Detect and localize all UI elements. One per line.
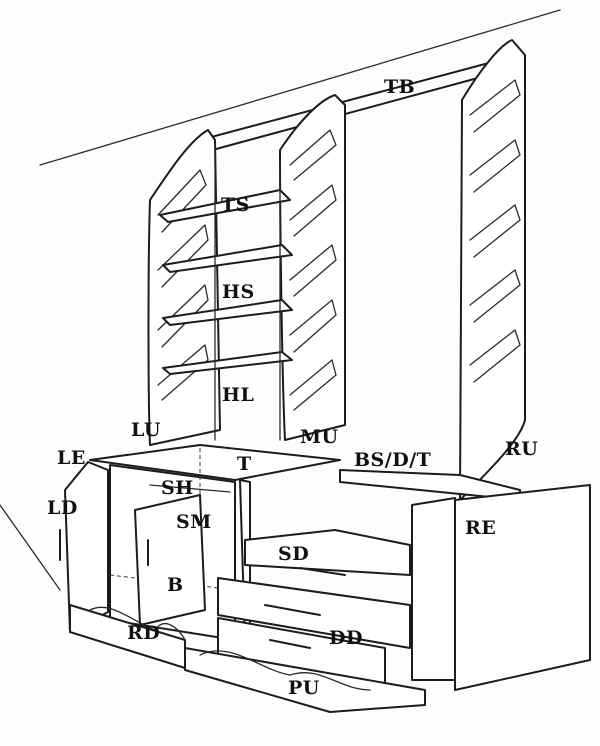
- label-ru: RU: [505, 438, 539, 460]
- right-door-panel: [454, 484, 591, 691]
- back-panel-edge: [214, 144, 281, 441]
- top-shelf: [159, 189, 291, 223]
- label-hl: HL: [222, 384, 255, 406]
- label-mu: MU: [300, 426, 339, 448]
- inner-shelf: [149, 484, 231, 493]
- middle-upright: [279, 94, 346, 441]
- top-bar: [199, 59, 501, 153]
- label-hs: HS: [222, 281, 255, 303]
- plinth-right-wave: [199, 650, 371, 691]
- floor-line-left: [0, 504, 61, 591]
- plinth-right: [184, 647, 426, 713]
- label-sm: SM: [176, 511, 212, 533]
- middle-door: [134, 494, 206, 626]
- label-bsdt: BS/D/T: [354, 449, 432, 471]
- label-rd: RD: [127, 622, 161, 644]
- slide-drawer: [244, 529, 411, 576]
- slide-drawer-handle: [299, 567, 346, 576]
- hanging-shelf: [162, 351, 293, 375]
- lower-shelf: [162, 299, 293, 326]
- wall-ceiling-line: [39, 9, 561, 166]
- label-re: RE: [465, 517, 497, 539]
- plinth-left-wave: [89, 606, 186, 641]
- label-b: B: [167, 574, 184, 596]
- label-tb: TB: [384, 76, 416, 98]
- middle-shelf: [162, 244, 293, 273]
- label-ts: TS: [221, 194, 250, 216]
- label-t: T: [237, 453, 252, 475]
- label-sh: SH: [161, 477, 194, 499]
- middle-upright-notches: [289, 129, 337, 411]
- label-le: LE: [57, 447, 86, 469]
- label-dd: DD: [329, 627, 363, 649]
- label-lu: LU: [131, 419, 161, 441]
- drawer-upper-handle: [264, 604, 321, 616]
- label-pu: PU: [288, 677, 320, 699]
- right-upright-notches: [469, 79, 521, 383]
- label-sd: SD: [278, 543, 310, 565]
- left-upright-notches: [157, 169, 209, 401]
- label-ld: LD: [47, 497, 78, 519]
- drawer-lower-handle: [269, 639, 311, 649]
- cabinet-top: [89, 444, 341, 481]
- left-upright: [147, 129, 221, 446]
- right-end-panel: [411, 497, 456, 681]
